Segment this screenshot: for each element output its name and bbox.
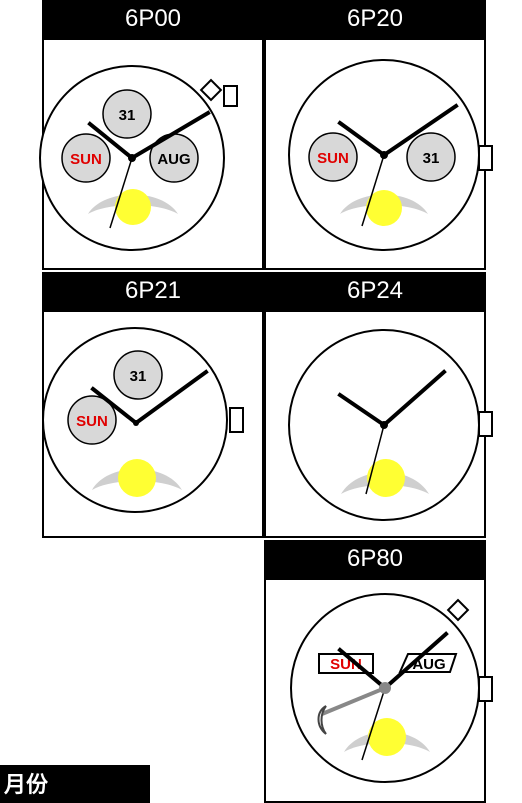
month-window xyxy=(398,653,458,673)
subdial-date xyxy=(102,89,152,139)
subdial-date xyxy=(406,132,456,182)
subdial-day xyxy=(67,395,117,445)
model-label-6p80: 6P80 xyxy=(264,540,486,580)
watch-6p21: 31 SUN xyxy=(42,327,244,513)
moon-icon xyxy=(118,459,156,497)
subdial-date-label: 31 xyxy=(130,368,147,385)
second-hand xyxy=(361,687,386,761)
crescent-pointer-icon xyxy=(317,705,327,735)
center-pin xyxy=(128,154,136,162)
month-hand xyxy=(321,686,386,716)
crown-icon xyxy=(229,407,244,433)
center-pin xyxy=(380,421,388,429)
watch-6p20: SUN 31 xyxy=(288,59,493,251)
subdial-date xyxy=(113,350,163,400)
center-pin xyxy=(133,420,139,426)
moon-icon xyxy=(366,190,402,226)
pusher-icon xyxy=(199,78,223,102)
watch-6p00: 31 SUN AUG xyxy=(39,65,238,251)
moon-icon xyxy=(115,189,151,225)
center-pin xyxy=(379,682,391,694)
watch-6p80: SUN AUG xyxy=(290,593,493,783)
second-hand xyxy=(361,154,385,227)
crown-icon xyxy=(478,145,493,171)
subdial-day xyxy=(308,132,358,182)
subdial-day-label: SUN xyxy=(70,151,102,168)
second-hand xyxy=(109,157,133,229)
caption-bar: 月份 xyxy=(0,765,150,803)
model-label-6p24: 6P24 xyxy=(264,272,486,312)
subdial-month-label: AUG xyxy=(157,151,190,168)
moon-icon xyxy=(368,718,406,756)
caption-text: 月份 xyxy=(4,772,49,797)
subdial-day xyxy=(61,133,111,183)
subdial-date-label: 31 xyxy=(423,150,440,167)
model-label-6p00: 6P00 xyxy=(42,0,264,40)
center-pin xyxy=(380,151,388,159)
crown-icon xyxy=(223,85,238,107)
watch-6p24 xyxy=(288,329,493,521)
crown-icon xyxy=(478,676,493,702)
subdial-date-label: 31 xyxy=(119,107,136,124)
model-label-6p21: 6P21 xyxy=(42,272,264,312)
subdial-day-label: SUN xyxy=(76,413,108,430)
subdial-day-label: SUN xyxy=(317,150,349,167)
month-window-label: AUG xyxy=(412,656,445,673)
moon-icon xyxy=(367,459,405,497)
model-label-6p20: 6P20 xyxy=(264,0,486,40)
pusher-icon xyxy=(446,598,470,622)
crown-icon xyxy=(478,411,493,437)
second-hand xyxy=(365,424,385,495)
